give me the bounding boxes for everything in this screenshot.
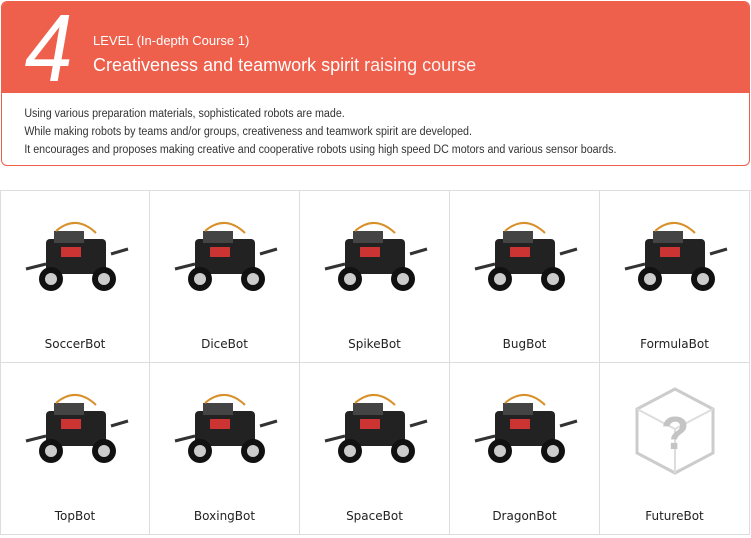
description-line: It encourages and proposes making creati…: [24, 144, 617, 156]
robot-card-dragonbot[interactable]: DragonBot: [450, 363, 600, 535]
robot-name: DiceBot: [201, 337, 248, 351]
title-bold: Creativeness and teamwork spirit: [93, 55, 360, 75]
robot-name: SpaceBot: [346, 509, 403, 523]
robot-card-boxingbot[interactable]: BoxingBot: [150, 363, 300, 535]
robot-card-topbot[interactable]: TopBot: [0, 363, 150, 535]
robot-card-bugbot[interactable]: BugBot: [450, 191, 600, 363]
robot-card-dicebot[interactable]: DiceBot: [150, 191, 300, 363]
robot-card-formulabot[interactable]: FormulaBot: [600, 191, 750, 363]
robot-name: TopBot: [54, 509, 96, 523]
course-description: Using various preparation materials, sop…: [2, 93, 697, 159]
robot-name: DragonBot: [492, 509, 557, 523]
robot-grid: SoccerBot DiceBot SpikeBot BugBot FormulaBot…: [0, 190, 751, 535]
level-label: LEVEL (In-depth Course 1): [93, 33, 250, 48]
robot-name: SpikeBot: [348, 337, 401, 351]
level-number: 4: [24, 1, 73, 102]
svg-text:?: ?: [661, 407, 689, 459]
robot-name: FormulaBot: [640, 337, 709, 351]
description-line: While making robots by teams and/or grou…: [24, 126, 472, 138]
robot-name: SoccerBot: [44, 337, 106, 351]
robot-card-soccerbot[interactable]: SoccerBot: [0, 191, 150, 363]
robot-name: FutureBot: [645, 509, 704, 523]
robot-name: BugBot: [502, 337, 547, 351]
title-light: raising course: [364, 55, 477, 75]
robot-name: BoxingBot: [193, 509, 256, 523]
course-header: 4 LEVEL (In-depth Course 1) Creativeness…: [2, 1, 749, 102]
course-card: 4 LEVEL (In-depth Course 1) Creativeness…: [1, 1, 750, 166]
course-title: Creativeness and teamwork spirit raising…: [93, 55, 476, 76]
robot-card-spikebot[interactable]: SpikeBot: [300, 191, 450, 363]
robot-card-futurebot[interactable]: ? FutureBot: [600, 363, 750, 535]
description-line: Using various preparation materials, sop…: [24, 108, 345, 120]
robot-card-spacebot[interactable]: SpaceBot: [300, 363, 450, 535]
